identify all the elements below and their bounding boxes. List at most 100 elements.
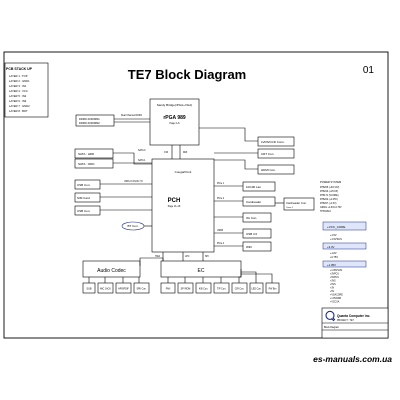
hdmi-label: HDMI Con. — [261, 168, 276, 172]
usb-con-1-block: USB Con. — [74, 179, 101, 190]
power-item-2: RT8223 (+VCCP) — [320, 191, 338, 193]
cardreader-conn-label: Cardreader Con. — [286, 201, 307, 205]
ddr-bus-label: Dual Channel DDR3 — [121, 115, 143, 117]
bt-block: BT Con. — [121, 221, 145, 231]
pcb-stack-header: PCB STACK UP — [6, 67, 33, 71]
power-item-1: RT8205 (+3V/+5V) — [320, 187, 339, 189]
pcb-stack-panel: PCB STACK UP LAYER 1 : TOP LAYER 2 : GND… — [4, 62, 49, 118]
dmi-label: DMI — [183, 152, 188, 154]
ec-pw-btn-label: PW Btn — [269, 288, 278, 291]
bt-label: BT Con. — [128, 224, 139, 228]
company-name: Quanta Computer Inc. — [337, 314, 370, 318]
pcie4-label: PCIe 4 — [217, 243, 225, 245]
pcie2-label: PCIe 2 — [217, 198, 225, 200]
sata1-label: SATA 1 — [138, 159, 146, 162]
sata-odd-block: SATA : ODD — [74, 158, 114, 169]
power-item-4: RT8202 (+1.05V) — [320, 199, 338, 201]
audio-mic-jack-label: MIC JACK — [100, 288, 111, 291]
company-doc: Block Diagram — [324, 326, 339, 329]
audio-hp-spdif-label: HP/SPDIF — [118, 289, 129, 291]
crt-block: CRT Con. — [257, 148, 295, 159]
pch-page: Page 13~18 — [168, 206, 181, 208]
power-rail-panel: +VCC_CORE +1.5V +1.5VSUS +3.3V +1.8V +0.… — [322, 221, 367, 304]
card3g-label: 3G Con. — [246, 216, 257, 220]
sata0-label: SATA 0 — [138, 149, 146, 152]
cardreader-conn-sub: Conn 1 — [286, 207, 294, 209]
pcb-layer-7: LAYER 7 : GND2 — [9, 104, 30, 108]
lan-block: 10/100 Lan — [242, 181, 276, 192]
ec-line-5 — [238, 269, 242, 283]
pch-hdmi-line — [214, 159, 258, 170]
cardreader-conn-block: Cardreader Con. Conn 1 — [283, 197, 315, 211]
audio-spk-con-label: SPK Con. — [136, 289, 146, 291]
rail-header-1: +VCC_CORE — [327, 225, 345, 229]
power-system-list: POWER SYSTEM RT8205 (+3V/+5V) RT8223 (+V… — [320, 180, 342, 213]
ec-tp-con-label: T/P Con. — [217, 289, 226, 291]
sata-hdd-block: SATA : HDD — [74, 148, 114, 159]
ec-led-con-label: LED Con. — [252, 289, 262, 291]
wifi-label: WiFi — [246, 245, 252, 249]
usb-con-2-block: USB Con. — [74, 205, 101, 216]
rail-header-2: +3.3V — [327, 245, 335, 249]
ec-block: EC — [160, 260, 242, 278]
sata0-line — [113, 152, 152, 165]
rail-1-1: +1.5V — [330, 234, 337, 237]
ec-spi-rom-label: SPI ROM — [181, 289, 191, 291]
spi-label: SPI — [205, 256, 209, 258]
rail-2-2: +0.75V — [330, 256, 338, 259]
wifi-block: WiFi — [242, 241, 272, 252]
cpu-lvds-line — [199, 127, 258, 142]
lan-label: 10/100 Lan — [246, 185, 261, 189]
rail-3-8: +VGACORE — [330, 294, 343, 297]
cardreader-block: Cardreader — [242, 196, 276, 207]
audio-items: SUB MIC JACK HP/SPDIF SPK Con. — [82, 282, 150, 294]
pcb-layer-2: LAYER 2 : GND1 — [9, 79, 30, 83]
rail-3-2: +3VPCU — [330, 274, 339, 276]
sata-odd-label: SATA : ODD — [78, 162, 95, 166]
company-logo-icon — [325, 310, 336, 322]
ec-line-7 — [241, 273, 273, 283]
rail-3-3: +5VPCU — [330, 277, 339, 279]
ddr-sodimm1: DDRIII-SODIMM1 — [79, 117, 100, 121]
power-system-header: POWER SYSTEM — [320, 180, 341, 184]
hdmi-block: HDMI Con. — [257, 164, 295, 175]
pcb-layer-3: LAYER 3 : IN1 — [9, 84, 27, 88]
hda-audio-line — [139, 257, 164, 266]
lpc-label: LPC — [185, 256, 190, 258]
title-block: Quanta Computer Inc. PROJECT : TE7 Block… — [321, 307, 389, 339]
power-item-6: G9661 +1.8V/+0.75V — [320, 207, 342, 209]
card3g-block: 3G Con. — [242, 212, 272, 223]
rail-3-10: +VCCSA — [330, 301, 340, 304]
rail-3-4: +3VS — [330, 281, 336, 283]
pcie1-label: PCIe 1 — [217, 183, 225, 185]
cpu-block: Sandy Bridge(rPGA+VGA) rPGA 989 Page 4~8 — [149, 98, 200, 146]
rail-3-5: +5VS — [330, 284, 336, 286]
company-project: PROJECT : TE7 — [337, 320, 354, 322]
pch-block: CougarPoint PCH Page 13~18 — [151, 158, 215, 253]
ec-title: EC — [198, 268, 205, 274]
rail-3-9: +1.8VDDR — [330, 298, 341, 300]
pcb-layer-1: LAYER 1 : TOP — [9, 74, 28, 78]
rail-1-2: +1.5VSUS — [330, 238, 342, 241]
pcb-layer-6: LAYER 6 : IN3 — [9, 99, 27, 103]
ec-items: FAN SPI ROM K/B Con. T/P Con. CIR Con. L… — [160, 282, 280, 294]
pch-title: CougarPoint — [175, 170, 192, 174]
rail-2-1: +1.8V — [330, 252, 337, 255]
usb3-bus-label: USB3 — [217, 230, 224, 232]
pcb-layer-4: LAYER 4 : VCC — [9, 89, 28, 93]
ec-cir-con-label: CIR Con. — [235, 289, 245, 291]
watermark: es-manuals.com.ua — [313, 354, 392, 364]
pcb-layer-5: LAYER 5 : IN2 — [9, 94, 27, 98]
audio-sub-label: SUB — [86, 288, 91, 291]
rail-header-3: +1.05V — [327, 263, 336, 267]
power-item-3: RT8171 (VCORE) — [320, 195, 339, 197]
cardreader-label: Cardreader — [246, 200, 261, 204]
audio-codec-title: Audio Codec — [97, 268, 126, 274]
usb-con-1-label: USB Con. — [77, 183, 91, 187]
rail-3-7: +5V — [330, 291, 335, 293]
pch-name: PCH — [168, 198, 181, 204]
sim-card-block: SIM Card — [74, 192, 101, 203]
page-title: TE7 Block Diagram — [128, 67, 247, 82]
sim-card-label: SIM Card — [77, 196, 90, 200]
